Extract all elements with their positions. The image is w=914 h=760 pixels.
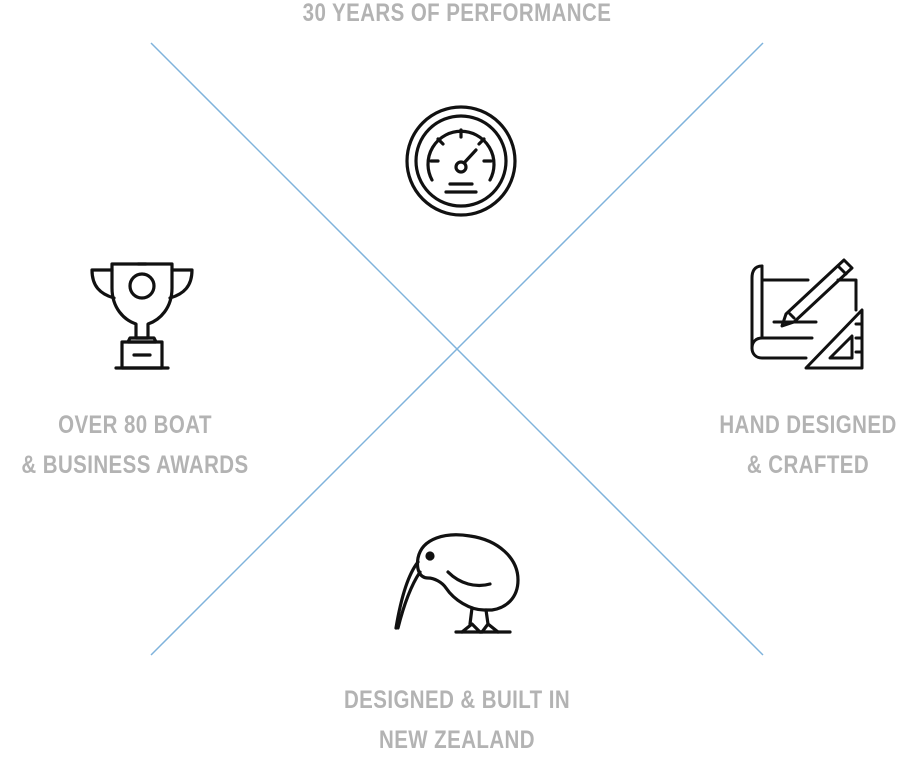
- feature-top-caption: 30 YEARS OF PERFORMANCE: [252, 0, 662, 33]
- feature-left-caption: OVER 80 BOAT & BUSINESS AWARDS: [0, 405, 270, 485]
- trophy-icon: [86, 258, 198, 372]
- feature-right-line1: HAND DESIGNED: [719, 411, 897, 439]
- feature-bottom-line2: NEW ZEALAND: [379, 726, 535, 754]
- feature-left-line1: OVER 80 BOAT: [58, 411, 212, 439]
- blueprint-pencil-icon: [746, 252, 868, 372]
- feature-left-line2: & BUSINESS AWARDS: [21, 451, 249, 479]
- speedometer-icon: [404, 104, 518, 218]
- kiwi-bird-icon: [390, 528, 522, 640]
- divider-line-ascending: [150, 42, 764, 656]
- feature-bottom-caption: DESIGNED & BUILT IN NEW ZEALAND: [293, 680, 621, 760]
- feature-bottom-line1: DESIGNED & BUILT IN: [343, 686, 571, 714]
- feature-right-line2: & CRAFTED: [746, 451, 870, 479]
- feature-top-line1: 30 YEARS OF PERFORMANCE: [302, 0, 612, 27]
- feature-right-caption: HAND DESIGNED & CRAFTED: [677, 405, 914, 485]
